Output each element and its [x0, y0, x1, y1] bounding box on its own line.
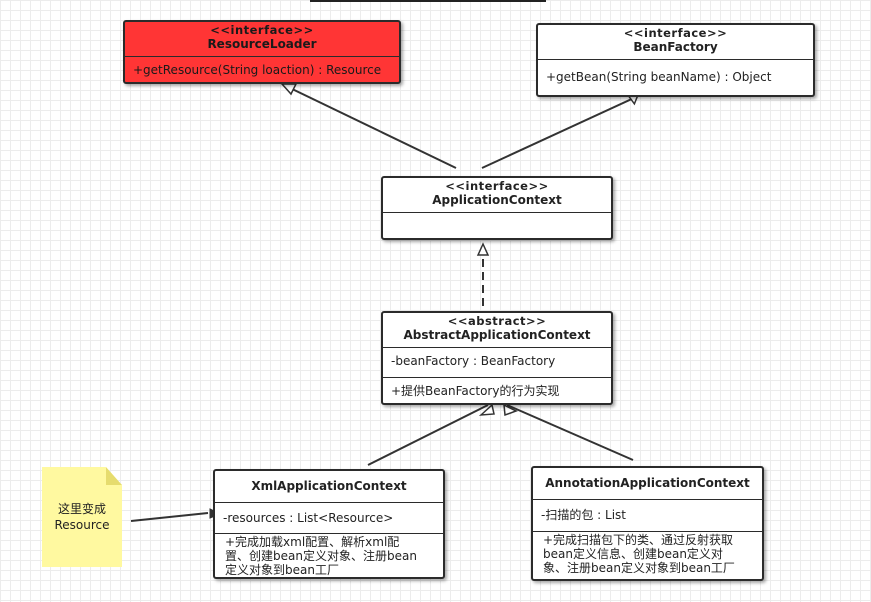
arrowhead-abstract-left	[478, 403, 495, 416]
operation: +提供BeanFactory的行为实现	[391, 384, 560, 398]
class-name: ResourceLoader	[207, 37, 317, 51]
attributes-section: -resources : List<Resource>	[215, 503, 443, 533]
class-name: BeanFactory	[633, 40, 718, 54]
class-resource-loader[interactable]: <<interface>> ResourceLoader +getResourc…	[123, 20, 401, 84]
class-header: XmlApplicationContext	[215, 471, 443, 503]
operation-line: 象、注册bean定义对象到bean工厂	[543, 561, 735, 575]
class-name: ApplicationContext	[432, 193, 562, 207]
operation-line: 定义对象到bean工厂	[225, 563, 339, 577]
class-header: <<interface>> ResourceLoader	[125, 22, 399, 57]
class-header: <<abstract>> AbstractApplicationContext	[383, 313, 611, 348]
class-header: AnnotationApplicationContext	[533, 468, 762, 500]
class-name: XmlApplicationContext	[251, 479, 407, 493]
operation: +getResource(String loaction) : Resource	[133, 63, 382, 77]
note-line: 这里变成	[57, 502, 106, 516]
note-text: 这里变成 Resource	[42, 501, 122, 533]
operation-line: 置、创建bean定义对象、注册bean	[225, 549, 417, 563]
link-appctx-beanfactory	[481, 96, 637, 169]
operation-line: +完成扫描包下的类、通过反射获取	[543, 533, 734, 547]
attribute: -beanFactory : BeanFactory	[391, 354, 556, 368]
link-annotation-abstract	[506, 404, 634, 461]
class-bean-factory[interactable]: <<interface>> BeanFactory +getBean(Strin…	[536, 23, 815, 97]
note-line: Resource	[54, 518, 110, 532]
operations-section: +getResource(String loaction) : Resource	[125, 57, 399, 77]
operation-line: bean定义信息、创建bean定义对	[543, 547, 723, 561]
class-abstract-application-context[interactable]: <<abstract>> AbstractApplicationContext …	[381, 311, 613, 405]
class-header: <<interface>> ApplicationContext	[383, 178, 611, 213]
link-note-xml	[130, 512, 209, 522]
sticky-note[interactable]: 这里变成 Resource	[42, 467, 122, 567]
attribute: -扫描的包 : List	[541, 508, 626, 522]
link-xml-abstract	[367, 404, 489, 466]
operations-section: +getBean(String beanName) : Object	[538, 60, 813, 84]
class-annotation-application-context[interactable]: AnnotationApplicationContext -扫描的包 : Lis…	[531, 466, 764, 581]
class-name: AbstractApplicationContext	[403, 328, 591, 342]
link-appctx-resourceloader	[287, 86, 457, 169]
operation: +getBean(String beanName) : Object	[546, 70, 772, 84]
attribute: -resources : List<Resource>	[223, 511, 394, 525]
stereotype-label: <<abstract>>	[447, 314, 547, 328]
operations-section: +完成扫描包下的类、通过反射获取 bean定义信息、创建bean定义对 象、注册…	[533, 531, 762, 575]
class-xml-application-context[interactable]: XmlApplicationContext -resources : List<…	[213, 469, 445, 579]
arrowhead-abstract-right	[503, 403, 518, 417]
attributes-section: -扫描的包 : List	[533, 500, 762, 531]
stereotype-label: <<interface>>	[623, 26, 728, 40]
operations-section: +完成加载xml配置、解析xml配 置、创建bean定义对象、注册bean 定义…	[215, 533, 443, 577]
class-name: AnnotationApplicationContext	[545, 476, 750, 490]
arrowhead-resourceloader	[280, 83, 298, 96]
attributes-section: -beanFactory : BeanFactory	[383, 348, 611, 377]
stereotype-label: <<interface>>	[445, 179, 549, 193]
stereotype-label: <<interface>>	[210, 23, 314, 37]
operation-line: +完成加载xml配置、解析xml配	[225, 535, 400, 549]
top-edge-line	[310, 0, 546, 2]
operations-section: +提供BeanFactory的行为实现	[383, 377, 611, 398]
class-application-context[interactable]: <<interface>> ApplicationContext	[381, 176, 613, 240]
class-header: <<interface>> BeanFactory	[538, 25, 813, 60]
arrowhead-appctx	[476, 242, 490, 256]
